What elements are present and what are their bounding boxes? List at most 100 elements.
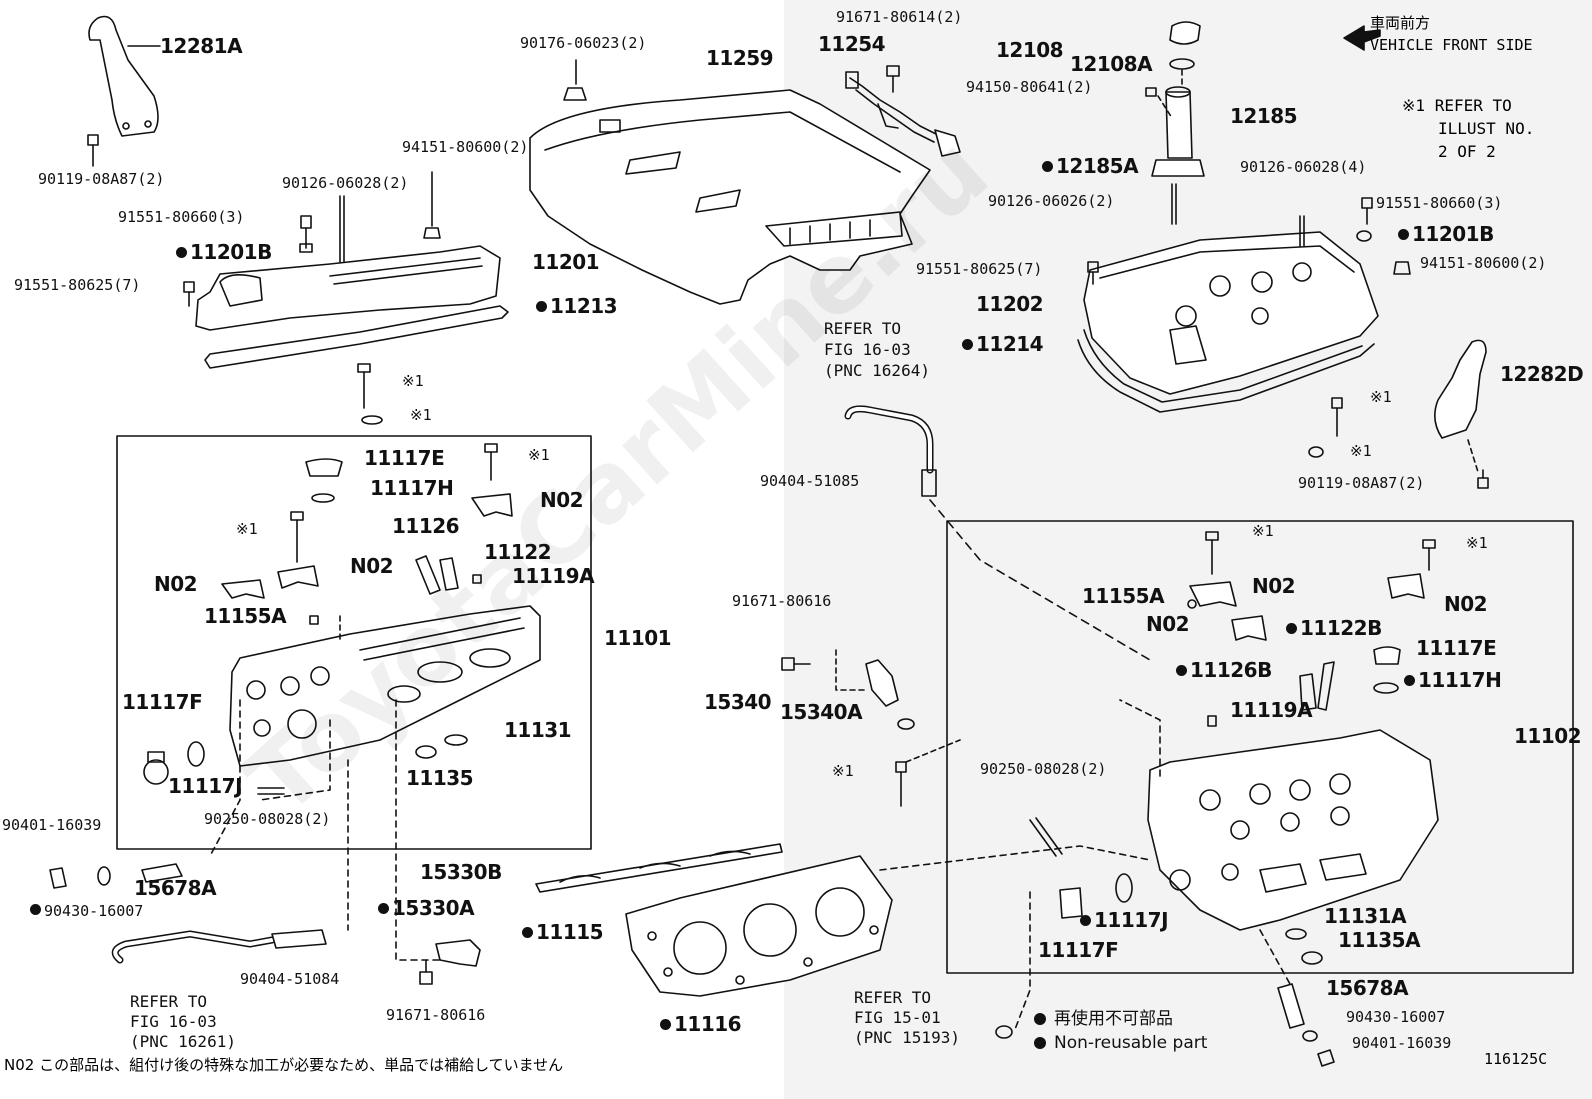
part-label-15678a-l: 15678A (134, 876, 217, 900)
part-label-11102: 11102 (1514, 724, 1582, 748)
gasket-11213 (204, 305, 509, 369)
part-label-11117j-l: 11117J (168, 774, 243, 798)
part-label-91671-80616-b: 91671-80616 (386, 1006, 486, 1024)
gasket-11115 (535, 843, 783, 893)
part-label-mark1-l-b: ※1 (410, 406, 432, 424)
nonreusable-dot-icon (1034, 1037, 1046, 1049)
part-label-n02-r1: N02 (1252, 574, 1296, 598)
bracket-11254 (849, 77, 941, 137)
cylinder-head-11101 (229, 605, 541, 767)
part-label-11119a-r: 11119A (1230, 698, 1313, 722)
part-label-15330b: 15330B (420, 860, 502, 884)
part-label-11201b-l: 11201B (176, 242, 272, 262)
part-label-91671-80616-t: 91671-80616 (732, 592, 832, 610)
right-head-group-box (946, 520, 1574, 974)
part-label-mark1-r-c: ※1 (1252, 522, 1274, 540)
part-label-11116: 11116 (660, 1014, 742, 1034)
part-label-90250-08028-r: 90250-08028(2) (980, 760, 1107, 778)
part-label-11155a-l: 11155A (204, 604, 287, 628)
part-label-94151-80600-l: 94151-80600(2) (402, 138, 529, 156)
part-label-90119-08a87-l: 90119-08A87(2) (38, 170, 165, 188)
part-label-11214: 11214 (962, 334, 1044, 354)
part-label-91551-80625-l: 91551-80625(7) (14, 276, 141, 294)
part-label-90250-08028-l: 90250-08028(2) (204, 810, 331, 828)
part-label-15678a-r: 15678A (1326, 976, 1409, 1000)
part-label-91551-80625-r: 91551-80625(7) (916, 260, 1043, 278)
part-label-11254: 11254 (818, 32, 886, 56)
figure-code: 116125C (1484, 1050, 1548, 1068)
part-label-11122b: 11122B (1286, 618, 1382, 638)
gasket-11116 (625, 855, 893, 997)
part-label-91671-80614: 91671-80614(2) (836, 8, 963, 26)
left-head-group-box (116, 435, 592, 850)
part-label-11135: 11135 (406, 766, 474, 790)
part-label-11115: 11115 (522, 922, 604, 942)
bracket-12281a (88, 15, 159, 137)
part-label-n02-r2: N02 (1444, 592, 1488, 616)
part-label-90430-16007-l: 90430-16007 (30, 904, 143, 919)
part-label-11201: 11201 (532, 250, 600, 274)
part-label-12281a: 12281A (160, 34, 243, 58)
part-label-11117f-l: 11117F (122, 690, 203, 714)
part-label-91551-80660-r: 91551-80660(3) (1376, 194, 1503, 212)
part-label-12108a: 12108A (1070, 52, 1153, 76)
legend: 再使用不可部品 Non-reusable part (1034, 1004, 1207, 1057)
oil-cap-12108 (1169, 21, 1201, 45)
nonreusable-dot-icon (1034, 1013, 1046, 1025)
ref-fig-16-03-b: REFER TO FIG 16-03 (PNC 16261) (130, 992, 236, 1051)
part-label-mark1-l-c: ※1 (528, 446, 550, 464)
gasket-11214 (1077, 339, 1375, 413)
part-label-90176-06023: 90176-06023(2) (520, 34, 647, 52)
part-label-11117f-r: 11117F (1038, 938, 1119, 962)
part-label-11117e-l: 11117E (364, 446, 445, 470)
part-label-12185a: 12185A (1042, 156, 1139, 176)
part-label-n02-l1: N02 (540, 488, 584, 512)
part-label-n02-l2: N02 (350, 554, 394, 578)
part-label-94151-80600-r: 94151-80600(2) (1420, 254, 1547, 272)
part-label-90401-16039-r: 90401-16039 (1352, 1034, 1452, 1052)
part-label-11135a: 11135A (1338, 928, 1421, 952)
part-label-12185: 12185 (1230, 104, 1298, 128)
filler-neck-12185 (1165, 91, 1193, 159)
part-label-n02-l3: N02 (154, 572, 198, 596)
part-label-90119-08a87-r: 90119-08A87(2) (1298, 474, 1425, 492)
ref-fig-15-01: REFER TO FIG 15-01 (PNC 15193) (854, 988, 960, 1047)
legend-en: Non-reusable part (1034, 1033, 1207, 1053)
part-label-90126-06026: 90126-06026(2) (988, 192, 1115, 210)
part-label-11117j-r: 11117J (1080, 910, 1169, 930)
front-label-jp: 車両前方 (1370, 14, 1431, 32)
part-label-11126b: 11126B (1176, 660, 1272, 680)
part-label-15330a: 15330A (378, 898, 475, 918)
part-label-94150-80641: 94150-80641(2) (966, 78, 1093, 96)
engine-cover-11259 (529, 89, 931, 305)
refer-note: ※1 REFER TO ILLUST NO. 2 OF 2 (1402, 96, 1535, 161)
part-label-n02-r3: N02 (1146, 612, 1190, 636)
refer-note-mark: ※1 (1402, 96, 1426, 115)
part-label-11131: 11131 (504, 718, 572, 742)
part-label-11126: 11126 (392, 514, 460, 538)
part-label-11119a-l: 11119A (512, 564, 595, 588)
part-label-11117h-r: 11117H (1404, 670, 1502, 690)
part-label-90401-16039-l: 90401-16039 (2, 816, 102, 834)
part-label-90126-06028-r: 90126-06028(4) (1240, 158, 1367, 176)
hose-16261 (111, 930, 276, 964)
part-label-90430-16007-r: 90430-16007 (1346, 1008, 1446, 1026)
part-label-11202: 11202 (976, 292, 1044, 316)
part-label-mark1-l-a: ※1 (402, 372, 424, 390)
part-label-90404-51084: 90404-51084 (240, 970, 340, 988)
legend-jp: 再使用不可部品 (1034, 1004, 1207, 1029)
footnote: N02 この部品は、組付け後の特殊な加工が必要なため、単品では補給していません (4, 1056, 564, 1074)
valve-cover-11201 (195, 245, 501, 331)
part-label-11101: 11101 (604, 626, 672, 650)
part-label-11131a: 11131A (1324, 904, 1407, 928)
part-label-15340: 15340 (704, 690, 772, 714)
part-label-11155a-r: 11155A (1082, 584, 1165, 608)
front-label-en: VEHICLE FRONT SIDE (1370, 36, 1533, 54)
part-label-11213: 11213 (536, 296, 618, 316)
part-label-12282d: 12282D (1500, 362, 1584, 386)
part-label-mark1-r-b: ※1 (1350, 442, 1372, 460)
front-direction-arrow (1343, 25, 1381, 51)
part-label-11117h-l: 11117H (370, 476, 454, 500)
